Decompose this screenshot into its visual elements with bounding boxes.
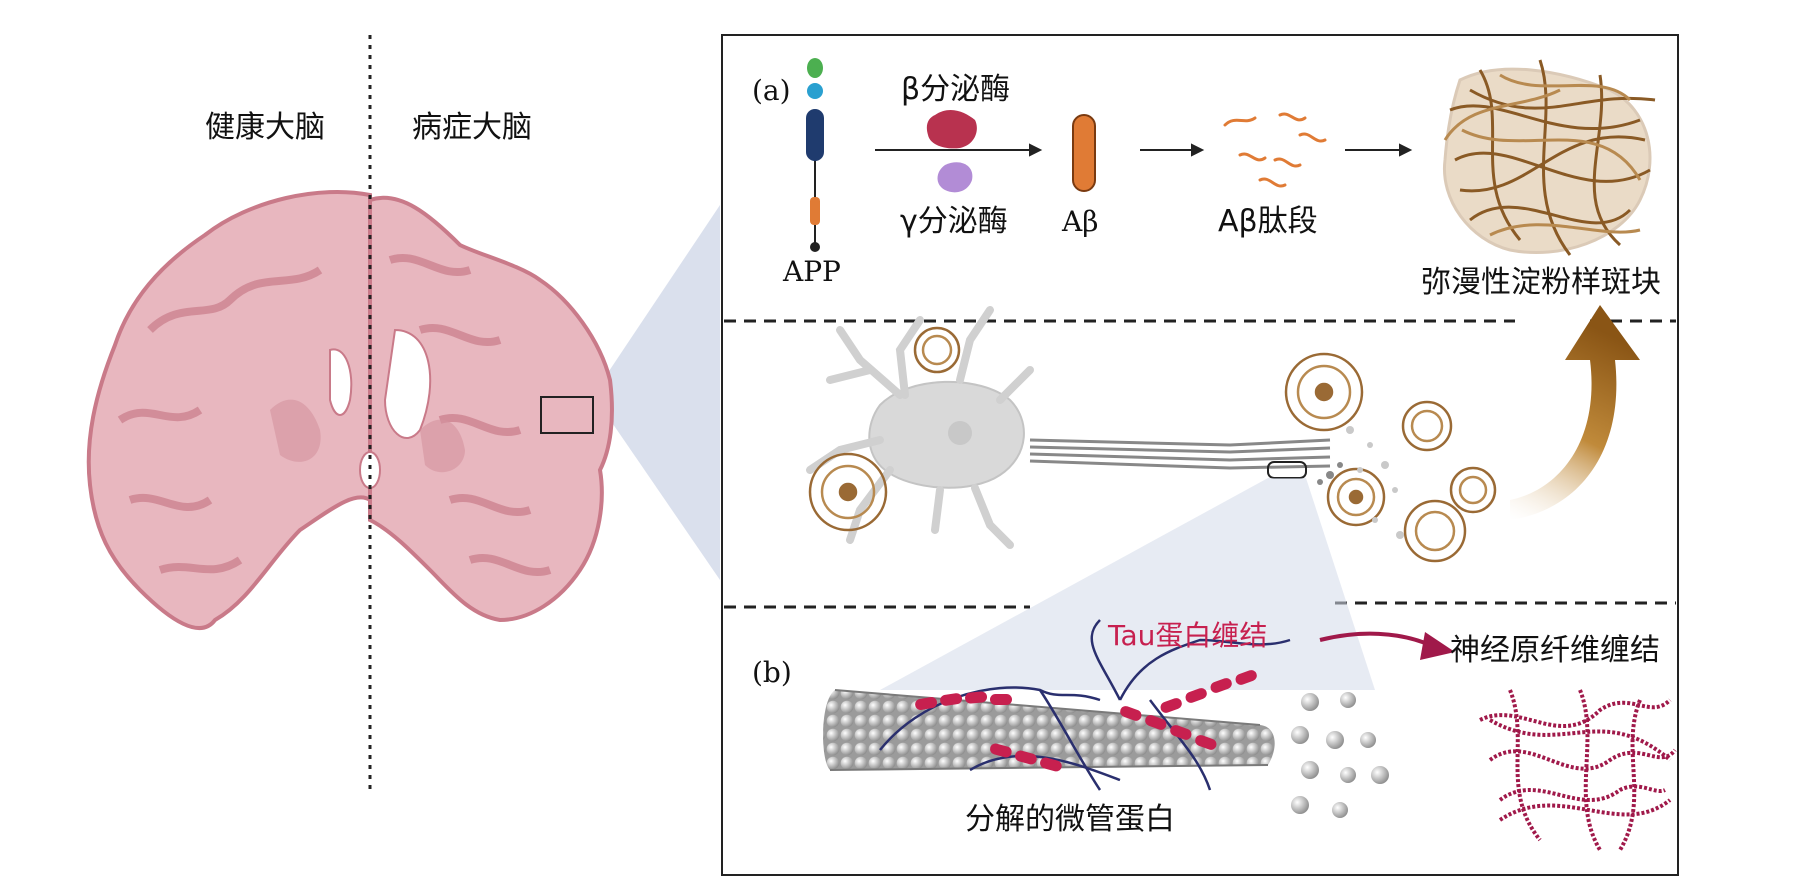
axon-debris [1317,426,1404,539]
plaque-label: 弥漫性淀粉样斑块 [1421,265,1661,300]
tau-beads [915,670,1257,772]
brain-ventricle-right [383,328,432,440]
arrow-to-nft [1319,631,1455,660]
zoom-wedge-tau [880,478,1375,690]
neuron [806,306,1034,549]
abeta-label: Aβ [1062,205,1099,238]
nft-label: 神经原纤维缠结 [1450,633,1660,668]
diseased-brain-label: 病症大脑 [412,110,532,145]
diffuse-plaque-large [1442,59,1656,256]
abeta-peptide-label: Aβ肽段 [1218,204,1318,239]
zoom-wedge [593,205,720,580]
arrow-aggregate [1345,143,1413,157]
arrow-oligomerize [1140,143,1205,157]
microtubule-label: 分解的微管蛋白 [965,802,1175,837]
panel-b-label: (b) [752,656,792,689]
plaque-progression-arrow [1510,305,1640,520]
gamma-secretase-label: γ分泌酶 [900,204,1008,239]
axon [1029,438,1331,470]
brain-illustration [86,189,614,631]
brain-gyri [117,254,552,576]
panel-a-label: (a) [752,74,791,107]
healthy-brain-label: 健康大脑 [205,110,325,145]
arrow-cleavage [875,143,1043,157]
beta-secretase-enzyme [926,110,977,149]
gamma-secretase-enzyme [937,162,973,193]
tubulin-monomers [1291,692,1389,818]
neurofibrillary-tangle [1479,689,1677,852]
app-label: APP [783,255,841,288]
tau-tangle-label: Tau蛋白缠结 [1108,619,1268,652]
brain-left-half [86,189,372,631]
plaque-cluster [808,326,1497,563]
brain-right-half [368,195,614,623]
beta-secretase-label: β分泌酶 [901,72,1011,107]
brain-ventricle-left [329,348,353,416]
brain-zoom-box [540,396,594,434]
tau-strands [879,619,1291,791]
app-protein [806,58,824,252]
abeta-monomer [1072,114,1096,192]
abeta-peptides [1223,112,1327,188]
brain-basal-ganglia [270,399,465,473]
